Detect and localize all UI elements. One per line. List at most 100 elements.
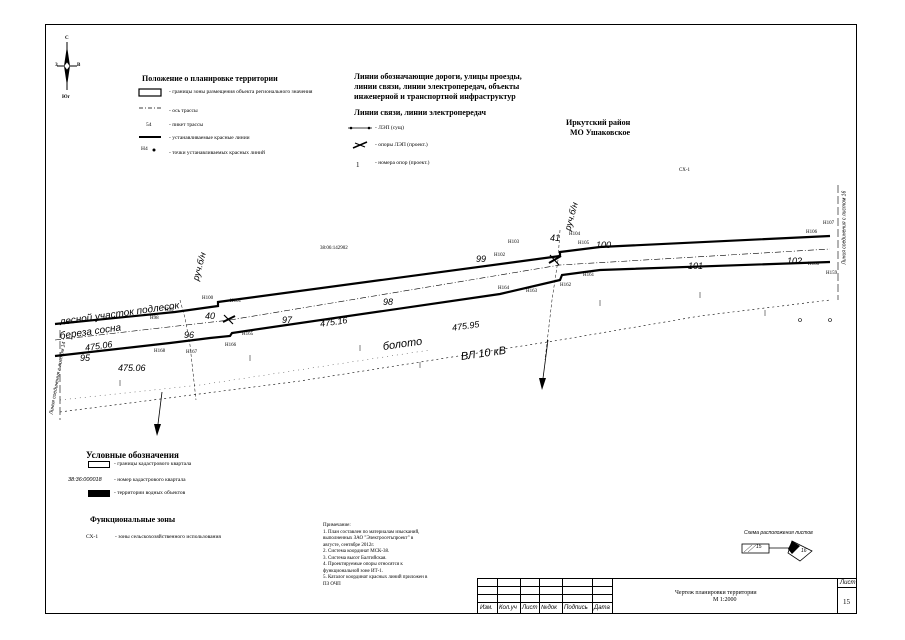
point-h163: Н163: [526, 289, 538, 294]
red-line-lower: [54, 260, 831, 358]
point-h100: Н100: [202, 296, 214, 301]
point-h162: Н162: [560, 283, 572, 288]
elevation-1: 475.06: [118, 363, 146, 373]
notes-block: Примечание: 1. План составлен по материа…: [323, 523, 473, 588]
stamp-title-1: Чертеж планировки территории: [675, 590, 757, 596]
notes-line-9: ПЗ ОЧП: [323, 581, 341, 587]
notes-line-1: 1. План составлен по материалам изыскани…: [323, 529, 420, 535]
picket-96: 96: [184, 330, 195, 340]
compass-west: З: [55, 63, 58, 68]
legend-conventional-item-2: - номер кадастрового квартала: [114, 477, 186, 483]
support-icon-2: [548, 254, 562, 266]
picket-97: 97: [282, 315, 293, 325]
point-h166: Н166: [225, 343, 237, 348]
legend-planning-symbols: [138, 88, 162, 152]
point-h161: Н161: [583, 273, 595, 278]
stamp-col-podpis: Подпись: [564, 605, 588, 611]
point-h102: Н102: [494, 253, 506, 258]
red-line-upper: [54, 234, 831, 326]
cadastral-number-map: 38:06:142902: [320, 246, 348, 251]
picket-99: 99: [476, 254, 487, 264]
sheet-scheme-title: Схема расположения листов: [744, 530, 813, 536]
notes-line-6: 4. Проектируемые опоры относятся к: [323, 562, 403, 567]
legend-picket-sample: 54: [146, 122, 152, 128]
sheet-scheme-left: 15: [756, 544, 762, 550]
legend-lines-symbols: 1: [348, 126, 372, 169]
picket-101: 101: [688, 261, 704, 271]
sheet-scheme-diagram: [741, 540, 813, 562]
legend-planning-title: Положение о планировке территории: [142, 74, 278, 83]
stamp-col-ndok: №док: [541, 605, 557, 611]
point-h159: Н159: [826, 271, 838, 276]
legend-planning-item-2: - ось трассы: [169, 108, 198, 114]
legend-water-symbol: [88, 490, 110, 497]
legend-cadastral-border-symbol: [88, 461, 110, 468]
stamp-col-data: Дата: [594, 605, 610, 611]
legend-lines-item-3: - номера опор (проект.): [375, 160, 430, 166]
legend-point-sample: Н4: [141, 146, 148, 152]
picket-41: 41: [550, 233, 561, 243]
stamp-sheet-label: Лист: [840, 580, 856, 586]
point-h160: Н160: [808, 262, 820, 267]
stamp-col-koluch: Кол.уч: [499, 605, 517, 611]
legend-lines-item-2: - опоры ЛЭП (проект.): [375, 142, 428, 148]
stamp-title-2: М 1:2000: [713, 597, 737, 603]
point-h164: Н164: [498, 286, 510, 291]
route-axis: [54, 248, 831, 341]
region-line-2: МО Ушаковское: [570, 128, 631, 137]
legend-planning-item-1: - границы зоны размещения объекта регион…: [169, 89, 313, 95]
picket-100: 100: [596, 240, 612, 250]
existing-vl-line: [59, 299, 831, 413]
svg-text:1: 1: [356, 161, 360, 169]
legend-conventional-item-1: - границы кадастрового квартала: [114, 461, 192, 467]
functional-zone-code: СХ-1: [86, 534, 99, 540]
label-connection-right: Линия соединения с листом 16: [841, 190, 848, 265]
support-icon-1: [222, 314, 236, 325]
sheet-scheme-right: 16: [801, 548, 807, 554]
region-line-1: Иркутский район: [566, 118, 631, 127]
legend-lines-title-1: Линии обозначающие дороги, улицы проезды…: [354, 72, 522, 81]
functional-zones-title: Функциональные зоны: [90, 515, 176, 524]
picket-40: 40: [205, 311, 216, 321]
notes-line-2: выполненных ЗАО "Электросетьпроект" в: [323, 536, 414, 541]
legend-lines-title-2: линии связи, линии электропередач, объек…: [354, 82, 520, 91]
picket-98: 98: [383, 297, 394, 307]
notes-line-5: 3. Система высот Балтийская.: [323, 555, 387, 561]
point-h107: Н107: [823, 221, 835, 226]
notes-line-8: 5. Каталог координат красных линий прило…: [323, 575, 428, 580]
legend-planning-item-5: - точки устанавливаемых красных линий: [169, 150, 265, 156]
point-h168: Н168: [154, 349, 166, 354]
stamp-sheet-number: 15: [843, 598, 850, 606]
legend-lines-subtitle: Линии связи, линии электропередач: [354, 108, 486, 117]
stamp-col-list: Лист: [522, 605, 538, 611]
stamp-col-izm: Изм.: [480, 605, 493, 611]
notes-line-7: функциональной зоне ИТ-1.: [323, 568, 384, 574]
compass-east: В: [77, 63, 81, 68]
point-h101: Н101: [230, 299, 242, 304]
point-h105: Н105: [578, 241, 590, 246]
compass-north: С: [65, 36, 69, 41]
legend-planning-item-4: - устанавливаемые красные линии: [169, 135, 250, 141]
point-h167: Н167: [186, 350, 198, 355]
compass-icon: [57, 42, 77, 90]
notes-title: Примечание:: [323, 523, 351, 528]
point-h99: Н99: [165, 308, 174, 313]
point-h98: Н98: [150, 316, 159, 321]
title-block: Изм. Кол.уч Лист №док Подпись Дата Черте…: [477, 578, 857, 614]
point-h165: Н165: [242, 332, 254, 337]
legend-lines-item-1: - ЛЭП (сущ): [375, 125, 404, 131]
point-h104: Н104: [569, 232, 581, 237]
notes-line-4: 2. Система координат МСК-38.: [323, 549, 390, 554]
functional-zone-description: - зоны сельскохозяйственного использован…: [115, 534, 221, 540]
notes-line-3: августе, сентябре 2012г.: [323, 542, 375, 548]
point-h106: Н106: [806, 230, 818, 235]
zone-code-top: СХ-1: [679, 168, 690, 173]
sheet-frame: [45, 24, 857, 614]
legend-cad-sample: 38:36:000018: [68, 477, 102, 483]
picket-95: 95: [80, 353, 91, 363]
legend-planning-item-3: - пикет трассы: [169, 122, 204, 128]
compass-south: Юг: [62, 95, 70, 100]
picket-102: 102: [787, 256, 803, 266]
